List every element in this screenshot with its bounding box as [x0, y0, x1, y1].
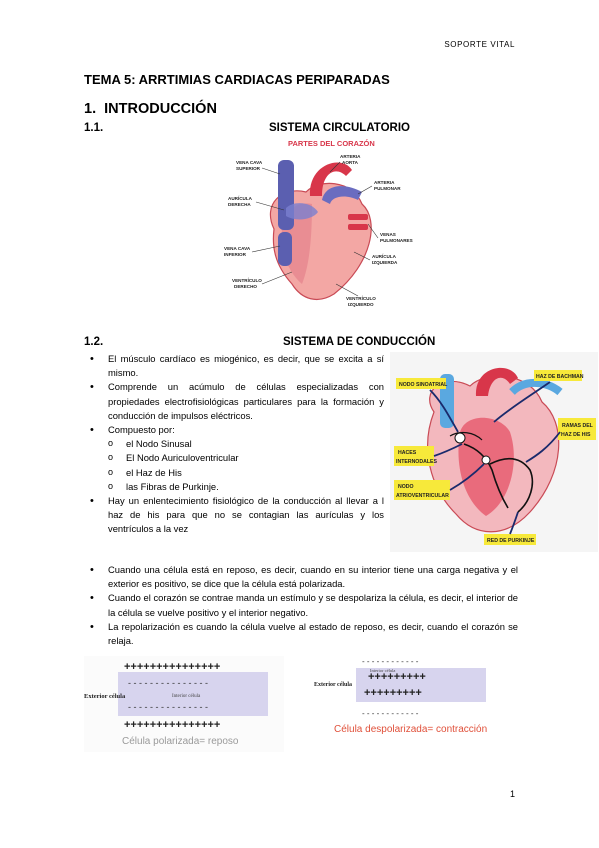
- label-nodo-sinoatrial: NODO SINOATRIAL: [399, 382, 448, 388]
- svg-text:DERECHO: DERECHO: [234, 284, 257, 289]
- subsection-title-conduccion: SISTEMA DE CONDUCCIÓN: [283, 336, 436, 348]
- minus-row-bottom: - - - - - - - - - - - - - - -: [128, 702, 208, 712]
- depolarized-cell-figure: - - - - - - - - - - - - +++++++++ Interi…: [312, 656, 522, 752]
- label-arteria-aorta: ARTERIA: [340, 154, 361, 159]
- exterior-label: Exterior célula: [84, 693, 126, 700]
- label-nodo-atrioventricular: NODO: [398, 484, 414, 490]
- interior-label: Interior célula: [370, 668, 395, 673]
- sinoatrial-node-shape: [454, 432, 466, 444]
- svg-text:AORTA: AORTA: [342, 160, 359, 165]
- list-subitem: el Nodo Sinusal: [88, 436, 384, 451]
- list-subitem: las Fibras de Purkinje.: [88, 479, 384, 494]
- cell-band: [356, 668, 486, 702]
- his-bundle-path: [463, 443, 509, 509]
- label-vena-cava-inf: VENA CAVA: [224, 246, 251, 251]
- interior-label: Interior célula: [172, 694, 201, 699]
- subsection-number-1-2: 1.2.: [84, 336, 104, 348]
- pulmonary-artery-shape: [322, 186, 362, 204]
- label-auricula-izquierda: AURÍCULA: [372, 252, 397, 259]
- minus-row-top: - - - - - - - - - - - -: [362, 657, 419, 666]
- svg-text:INFERIOR: INFERIOR: [224, 252, 247, 257]
- label-ventriculo-izquierdo: VENTRÍCULO: [346, 294, 376, 301]
- heart-figure-title: PARTES DEL CORAZÓN: [288, 139, 375, 148]
- page-header: SOPORTE VITAL: [444, 40, 515, 49]
- svg-text:ATRIOVENTRICULAR: ATRIOVENTRICULAR: [396, 493, 449, 499]
- label-ramas-haz-his: RAMAS DEL: [562, 423, 594, 429]
- svg-text:IZQUIERDA: IZQUIERDA: [372, 260, 398, 265]
- vena-cava-inferior-shape: [278, 232, 292, 266]
- plus-row-top: +++++++++: [368, 671, 426, 683]
- list-item: Cuando una célula está en reposo, es dec…: [88, 563, 518, 591]
- caption-depolarized: Célula despolarizada= contracción: [334, 724, 487, 735]
- label-red-purkinje: RED DE PURKINJE: [487, 538, 535, 544]
- label-haz-bachman: HAZ DE BACHMAN: [536, 374, 584, 380]
- svg-text:SUPERIOR: SUPERIOR: [236, 166, 261, 171]
- vena-cava-superior-shape: [278, 160, 294, 230]
- svg-text:HAZ DE HIS: HAZ DE HIS: [561, 432, 591, 438]
- purkinje-path: [489, 457, 534, 513]
- list-item: Cuando el corazón se contrae manda un es…: [88, 591, 518, 619]
- label-arteria-pulmonar: ARTERIA: [374, 180, 395, 185]
- svg-text:INTERNODALES: INTERNODALES: [396, 459, 437, 465]
- caption-polarized: Célula polarizada= reposo: [122, 736, 239, 747]
- svg-text:PULMONAR: PULMONAR: [374, 186, 401, 191]
- list-item: El músculo cardíaco es miogénico, es dec…: [88, 352, 384, 380]
- document-title: TEMA 5: ARRTIMIAS CARDIACAS PERIPARADAS: [84, 72, 390, 87]
- aorta-shape: [309, 162, 352, 196]
- list-subitem: El Nodo Auriculoventricular: [88, 450, 384, 465]
- label-auricula-derecha: AURÍCULA: [228, 194, 253, 201]
- plus-row-bottom: +++++++++: [364, 687, 422, 699]
- svg-text:IZQUIERDO: IZQUIERDO: [348, 302, 374, 307]
- conduction-system-figure: NODO SINOATRIAL HAZ DE BACHMAN RAMAS DEL…: [390, 352, 598, 552]
- pulmonary-vein-shape: [348, 224, 368, 230]
- av-node-shape: [481, 455, 491, 465]
- list-item: Compuesto por:: [88, 423, 384, 437]
- minus-row-top: - - - - - - - - - - - - - - -: [128, 678, 208, 688]
- section-heading-introduccion: 1. INTRODUCCIÓN: [84, 101, 217, 117]
- polarized-cell-figure: +++++++++++++++ - - - - - - - - - - - - …: [84, 656, 284, 752]
- label-vena-cava-sup: VENA CAVA: [236, 160, 263, 165]
- pulmonary-vein-shape: [348, 214, 368, 220]
- conduction-list: El músculo cardíaco es miogénico, es dec…: [88, 352, 384, 537]
- list-item: La repolarización es cuando la célula vu…: [88, 620, 518, 648]
- svg-text:PULMONARES: PULMONARES: [380, 238, 413, 243]
- svg-text:DERECHA: DERECHA: [228, 202, 251, 207]
- polarization-list: Cuando una célula está en reposo, es dec…: [88, 563, 518, 648]
- right-atrium-shape: [286, 203, 318, 220]
- cell-band: [118, 672, 268, 716]
- list-item: Comprende un acúmulo de células especial…: [88, 380, 384, 423]
- label-haces-internodales: HACES: [398, 450, 417, 456]
- label-ventriculo-derecho: VENTRÍCULO: [232, 276, 262, 283]
- minus-row-bottom: - - - - - - - - - - - -: [362, 709, 419, 718]
- list-subitem: el Haz de His: [88, 465, 384, 480]
- page-number: 1: [509, 789, 515, 799]
- subsection-title-circulatorio: SISTEMA CIRCULATORIO: [269, 122, 410, 134]
- internodal-path: [449, 431, 483, 441]
- plus-row-top: +++++++++++++++: [124, 661, 220, 673]
- label-venas-pulmonares: VENAS: [380, 232, 396, 237]
- plus-row-bottom: +++++++++++++++: [124, 719, 220, 731]
- exterior-label: Exterior célula: [314, 682, 352, 688]
- list-item: Hay un enlentecimiento fisiológico de la…: [88, 494, 384, 537]
- heart-anatomy-figure: PARTES DEL CORAZÓN VENA CAVA SUPERIOR AR…: [224, 139, 413, 307]
- subsection-number-1-1: 1.1.: [84, 122, 104, 134]
- pulmonary-shape: [509, 379, 563, 396]
- aorta-shape: [475, 367, 518, 396]
